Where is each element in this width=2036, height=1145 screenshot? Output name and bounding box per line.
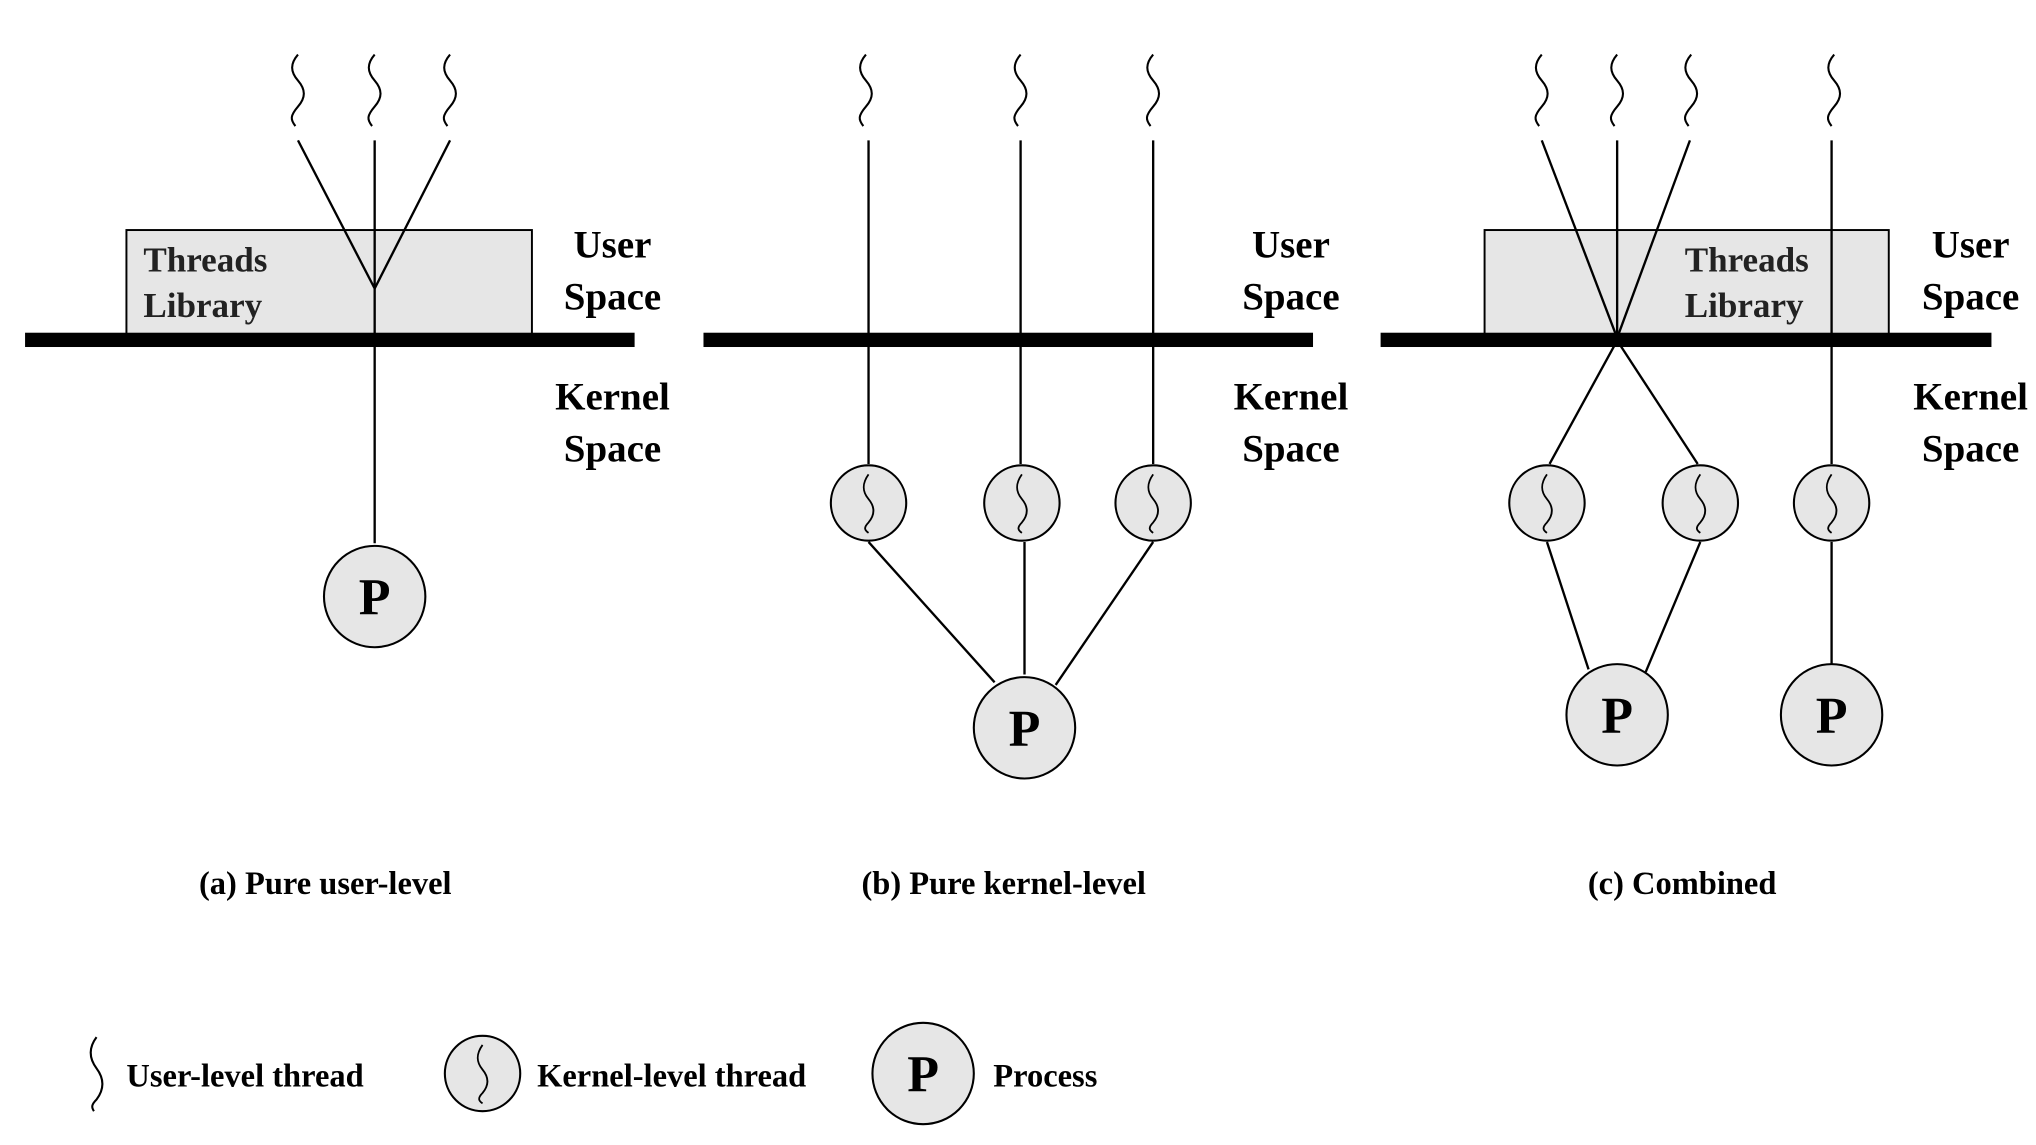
threads-library-label-line2: Library xyxy=(143,286,262,325)
kernel-thread-node xyxy=(1661,464,1740,542)
user-thread-icon xyxy=(89,1036,104,1112)
user-space-label-line1: User xyxy=(1252,223,1330,266)
threads-library-label-line1: Threads xyxy=(143,241,267,280)
threads-library-box xyxy=(125,229,533,339)
panel-pure-user-level: Threads Library User Space Kernel Space … xyxy=(25,53,670,902)
user-space-label-line1: User xyxy=(1932,223,2010,266)
kernel-space-label-line1: Kernel xyxy=(555,375,670,418)
kernel-thread-node xyxy=(1508,464,1586,542)
kernel-thread-node xyxy=(443,1034,522,1113)
kernel-space-label-line1: Kernel xyxy=(1234,375,1349,418)
caption-pure-kernel-level: (b) Pure kernel-level xyxy=(861,866,1145,902)
kernel-space-label-line2: Space xyxy=(564,427,661,470)
kernel-space-label-line1: Kernel xyxy=(1913,375,2028,418)
process-node: P xyxy=(1565,663,1669,767)
panel-combined: Threads Library User Space Kernel Space xyxy=(1380,53,2028,902)
user-thread-icon xyxy=(858,53,873,128)
user-thread-icon xyxy=(1013,53,1028,128)
legend-user-thread-label: User-level thread xyxy=(126,1059,363,1095)
process-node: P xyxy=(322,544,427,649)
user-thread-icon xyxy=(1145,53,1161,128)
user-thread-icon xyxy=(1683,53,1699,128)
legend: User-level thread Kernel-level thread P … xyxy=(89,1021,1097,1126)
kernel-thread-node xyxy=(829,464,908,542)
process-label: P xyxy=(1009,701,1041,758)
process-node: P xyxy=(871,1021,975,1126)
user-space-label-line2: Space xyxy=(1922,275,2019,318)
user-thread-icon xyxy=(1534,53,1549,128)
process-label: P xyxy=(1601,688,1633,745)
threads-library-label-line1: Threads xyxy=(1685,241,1809,280)
user-kernel-boundary xyxy=(703,332,1314,348)
user-space-label-line1: User xyxy=(574,223,652,266)
legend-kernel-thread-label: Kernel-level thread xyxy=(537,1059,806,1095)
user-kernel-boundary xyxy=(1380,332,1992,348)
thread-connections xyxy=(867,140,1155,686)
panel-pure-kernel-level: User Space Kernel Space P (b) Pure kerne… xyxy=(703,53,1349,902)
kernel-thread-node xyxy=(1114,464,1192,542)
kernel-space-label-line2: Space xyxy=(1242,427,1339,470)
user-thread-icon xyxy=(442,53,457,128)
user-space-label-line2: Space xyxy=(564,275,661,318)
user-thread-icon xyxy=(290,53,305,128)
caption-combined: (c) Combined xyxy=(1588,866,1777,902)
legend-process-label: Process xyxy=(993,1059,1097,1095)
user-thread-icon xyxy=(367,53,382,128)
kernel-space-label-line2: Space xyxy=(1922,427,2019,470)
caption-pure-user-level: (a) Pure user-level xyxy=(199,866,452,902)
kernel-thread-node xyxy=(1792,464,1871,542)
process-node: P xyxy=(972,676,1077,780)
process-label: P xyxy=(1816,688,1848,745)
user-space-label-line2: Space xyxy=(1242,275,1339,318)
threads-library-box xyxy=(1483,229,1890,339)
user-thread-icon xyxy=(1826,53,1842,128)
process-label: P xyxy=(359,570,391,627)
kernel-thread-node xyxy=(983,464,1061,542)
process-label: P xyxy=(907,1047,939,1104)
process-node: P xyxy=(1779,663,1884,767)
thread-connections xyxy=(1540,139,1833,673)
threads-library-label-line2: Library xyxy=(1685,286,1804,325)
user-kernel-boundary xyxy=(25,332,635,348)
user-thread-icon xyxy=(1609,53,1625,128)
